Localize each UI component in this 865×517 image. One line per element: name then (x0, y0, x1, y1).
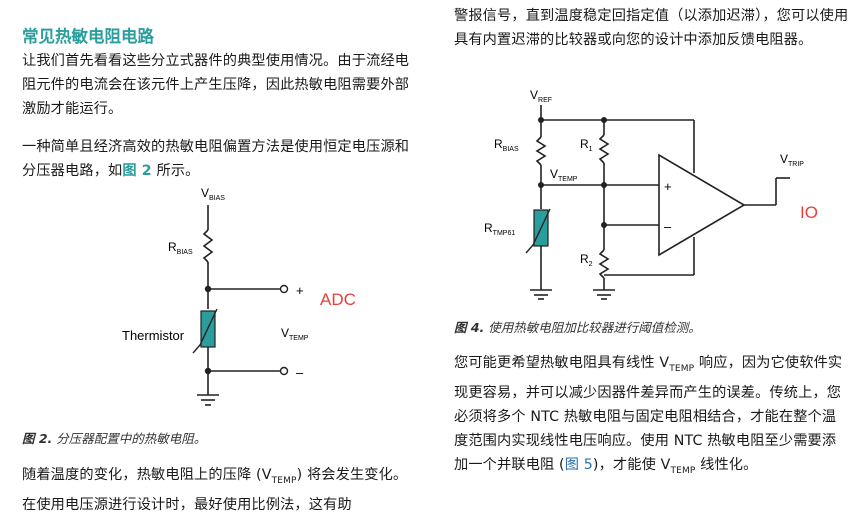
adc-annotation: ADC (320, 290, 356, 309)
rbias-label: RBIAS (494, 137, 519, 153)
figure-2-circuit: VBIAS RBIAS Thermistor + – VTEMP ADC (122, 186, 356, 406)
r2-label: R2 (580, 252, 593, 268)
vtrip-label: VTRIP (780, 152, 804, 168)
thermistor-label: Thermistor (122, 328, 185, 343)
r1-label: R1 (580, 137, 593, 153)
rtmp61-label: RTMP61 (484, 221, 515, 237)
figure-5-link[interactable]: 图 5 (564, 456, 593, 473)
comparator-plus-label: + (664, 179, 672, 194)
bias-paragraph: 一种简单且经济高效的热敏电阻偏置方法是使用恒定电压源和分压器电路，如图 2 所示… (22, 139, 410, 179)
intro-paragraph: 让我们首先看看这些分立式器件的典型使用情况。由于流经电阻元件的电流会在该元件上产… (22, 53, 410, 117)
vbias-label: VBIAS (201, 186, 225, 202)
vtemp-label: VTEMP (281, 326, 309, 342)
rbias-label: RBIAS (168, 240, 193, 256)
figure-4-caption: 图 4. 使用热敏电阻加比较器进行阈值检测。 (454, 320, 701, 335)
section-heading: 常见热敏电阻电路 (22, 27, 154, 46)
plus-label: + (296, 283, 304, 298)
figure-2-caption: 图 2. 分压器配置中的热敏电阻。 (22, 431, 207, 446)
hysteresis-paragraph: 警报信号，直到温度稳定回指定值（以添加迟滞），您可以使用具有内置迟滞的比较器或向… (454, 8, 849, 48)
figure-4-circuit: VREF RBIAS R1 VTEMP VTRIP + – IO RTMP61 … (484, 88, 818, 300)
io-annotation: IO (800, 203, 818, 222)
comparator-minus-label: – (664, 219, 672, 234)
vtemp-label: VTEMP (550, 167, 578, 183)
figure-2-link[interactable]: 图 2 (122, 163, 152, 179)
minus-label: – (296, 365, 304, 380)
vref-label: VREF (530, 88, 552, 104)
temperature-paragraph: 随着温度的变化，热敏电阻上的压降 (VTEMP) 将会发生变化。在使用电压源进行… (22, 467, 408, 513)
linear-response-paragraph: 您可能更希望热敏电阻具有线性 VTEMP 响应，因为它使软件实现更容易，并可以减… (454, 355, 843, 476)
